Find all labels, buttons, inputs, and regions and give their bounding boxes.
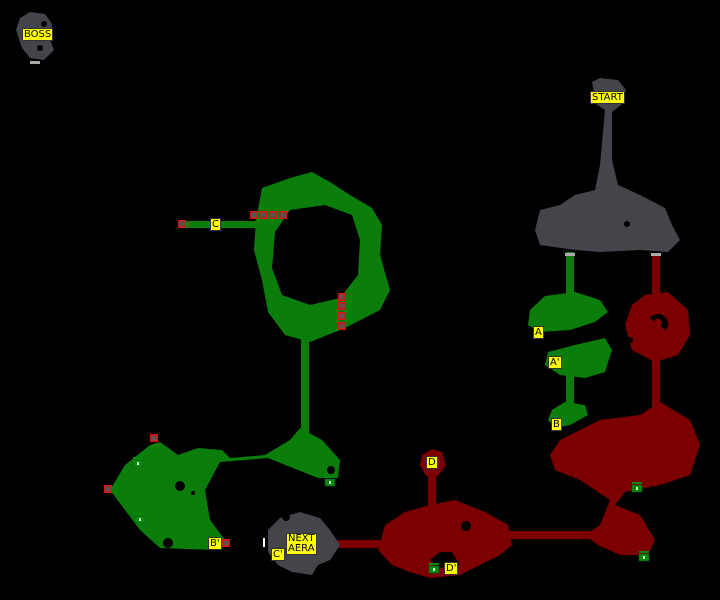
x-marker-icon [269, 211, 277, 219]
start-room [535, 78, 680, 252]
treasure-chest-icon[interactable] [638, 551, 650, 562]
x-marker-icon [338, 322, 346, 330]
label-d-prime: D' [444, 562, 459, 575]
x-marker-icon [259, 211, 267, 219]
label-c: C [210, 218, 221, 231]
next-area-line2: AERA [288, 543, 315, 554]
green-ring-area [254, 172, 390, 342]
treasure-chest-icon[interactable] [134, 513, 146, 524]
red-spiral-room [625, 292, 690, 362]
green-a-prime-room [545, 338, 612, 378]
next-area-line1: NEXT [288, 533, 315, 544]
x-marker-icon [250, 211, 258, 219]
label-a: A [533, 326, 544, 339]
label-b: B [551, 418, 562, 431]
green-west-area [110, 428, 340, 550]
x-marker-icon [338, 302, 346, 310]
map-hole [282, 513, 290, 521]
map-hole [163, 538, 173, 548]
label-c-prime: C' [271, 548, 285, 561]
treasure-chest-icon[interactable] [631, 482, 643, 493]
map-hole [627, 337, 633, 343]
map-hole [175, 481, 185, 491]
map-hole [41, 21, 47, 27]
x-marker-icon [178, 220, 186, 228]
treasure-chest-icon[interactable] [324, 476, 336, 487]
x-marker-icon [338, 312, 346, 320]
map-hole [37, 45, 43, 51]
label-d: D [426, 456, 438, 469]
start-label: START [590, 91, 625, 104]
map-hole [327, 466, 335, 474]
map-hole [624, 221, 630, 227]
map-hole [461, 521, 471, 531]
x-marker-icon [150, 434, 158, 442]
red-central-area [378, 500, 512, 578]
red-east-area [550, 402, 700, 555]
treasure-chest-icon[interactable] [132, 457, 144, 468]
treasure-chest-icon[interactable] [428, 563, 440, 574]
map-hole [191, 491, 195, 495]
boss-label: BOSS [22, 28, 54, 41]
spiral-hole [650, 313, 669, 330]
label-a-prime: A' [548, 356, 562, 369]
green-a-room [528, 292, 608, 332]
label-b-prime: B' [208, 537, 222, 550]
x-marker-icon [104, 485, 112, 493]
x-marker-icon [279, 211, 287, 219]
x-marker-icon [222, 539, 230, 547]
x-marker-icon [338, 293, 346, 301]
